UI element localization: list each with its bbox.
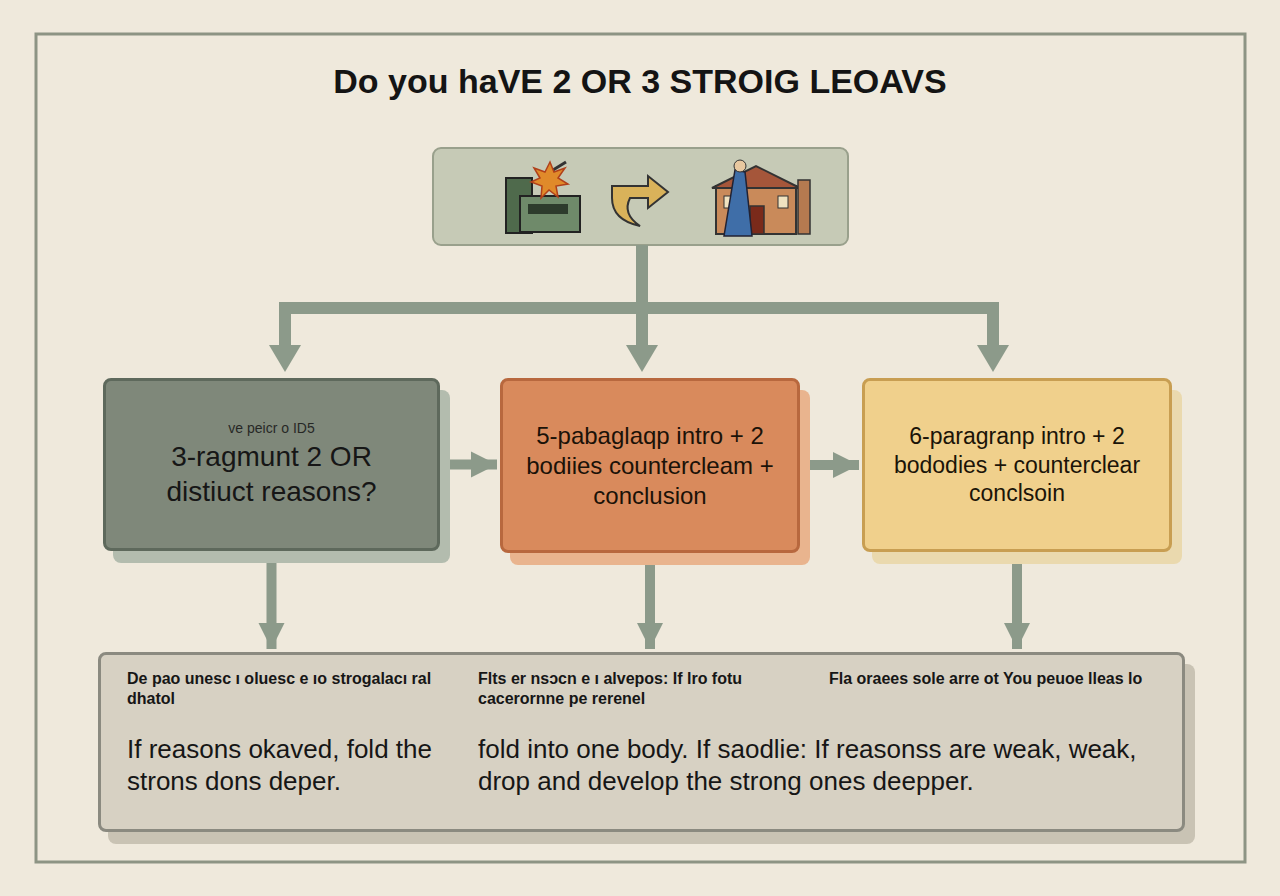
garbled-heading: De pao unesc ı oluesc e ıo strogalacı ra… [127, 669, 454, 709]
box-text: 6-paragranp intro + 2 bododies + counter… [883, 422, 1151, 508]
garbled-heading: Fla oraees sole arre ot You peuoe lleas … [829, 669, 1142, 689]
flow-arrow [803, 460, 859, 470]
flow-arrow [267, 563, 277, 649]
flow-arrow [1012, 564, 1022, 649]
advice-box: De pao unesc ı oluesc e ıo strogalacı ra… [98, 652, 1185, 832]
outer-frame [36, 34, 1245, 862]
garbled-heading: Flts er nsɔcn e ı alvepos: If lro fotu c… [478, 669, 805, 709]
option-box: 6-paragranp intro + 2 bododies + counter… [862, 378, 1172, 552]
box-text: 5-pabaglaqp intro + 2 bodiies countercle… [521, 421, 779, 511]
option-box: 5-pabaglaqp intro + 2 bodiies countercle… [500, 378, 800, 553]
advice-text: If reasons okaved, fold the strons dons … [127, 733, 454, 798]
question-box: ve peicr o ID53-ragmunt 2 OR distiuct re… [103, 378, 440, 551]
flow-arrow [645, 565, 655, 649]
box-text: ve peicr o ID5 [228, 420, 314, 438]
title: Do you haVE 2 OR 3 STROIG LEOAVS [140, 62, 1140, 101]
illustration-box [433, 148, 848, 245]
box-text: 3-ragmunt 2 OR distiuct reasons? [124, 439, 419, 509]
flow-arrow [443, 460, 497, 470]
advice-text: fold into one body. If saodlie: If reaso… [478, 733, 1156, 798]
branch-connector [269, 245, 1009, 372]
